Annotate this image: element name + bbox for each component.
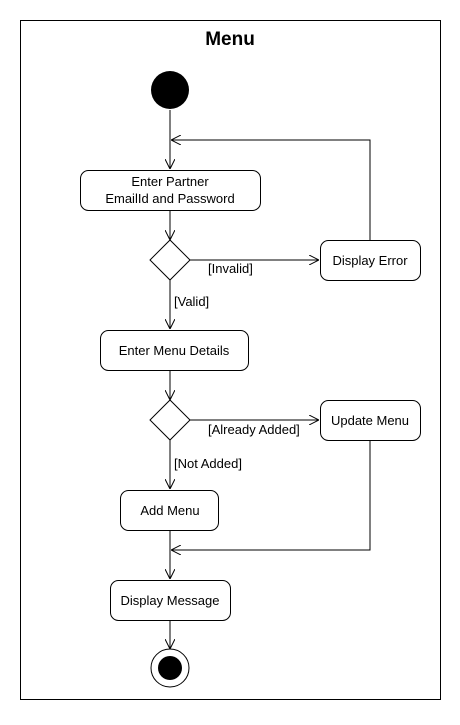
action-display-error-label: Display Error <box>332 253 408 268</box>
action-enter-menu-details: Enter Menu Details <box>100 330 249 371</box>
guard-already-added: [Already Added] <box>208 422 300 437</box>
action-enter-credentials: Enter Partner EmailId and Password <box>80 170 261 211</box>
diagram-title: Menu <box>205 29 255 50</box>
edge-error-loop-back <box>171 140 371 240</box>
decision-credentials <box>149 239 191 281</box>
action-enter-menu-details-label: Enter Menu Details <box>119 343 230 358</box>
action-display-message: Display Message <box>110 580 231 621</box>
action-update-menu: Update Menu <box>320 400 421 441</box>
action-add-menu: Add Menu <box>120 490 219 531</box>
final-node <box>150 648 190 688</box>
action-add-menu-label: Add Menu <box>140 503 199 518</box>
action-update-menu-label: Update Menu <box>331 413 409 428</box>
guard-not-added: [Not Added] <box>174 456 242 471</box>
action-display-message-label: Display Message <box>121 593 220 608</box>
initial-node <box>151 71 189 109</box>
decision-menu-exists <box>149 399 191 441</box>
guard-invalid: [Invalid] <box>208 261 253 276</box>
edge-update-to-merge <box>171 440 371 550</box>
guard-valid: [Valid] <box>174 294 209 309</box>
action-enter-credentials-line2: EmailId and Password <box>105 191 234 206</box>
action-display-error: Display Error <box>320 240 421 281</box>
action-enter-credentials-line1: Enter Partner <box>131 174 209 189</box>
